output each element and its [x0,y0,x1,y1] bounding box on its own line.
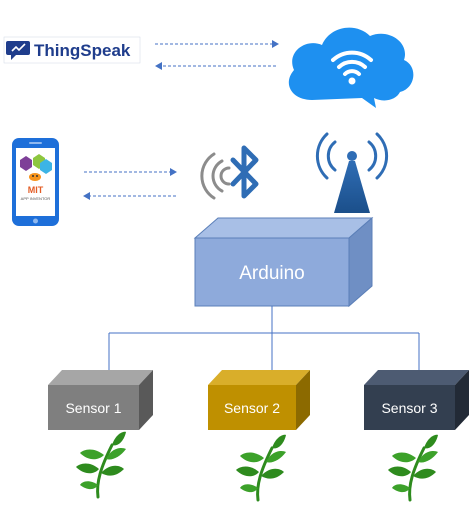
arduino-box: Arduino [193,216,374,308]
sensor-1-box: Sensor 1 [48,370,153,430]
bluetooth-icon [230,145,259,199]
plant-sprout-icon [236,434,286,502]
sensor-2-label: Sensor 2 [224,400,280,416]
sensor-2-box: Sensor 2 [208,370,310,430]
thingspeak-logo: ThingSpeak [3,36,141,64]
mit-app-inventor-logo: MIT APP INVENTOR [20,154,52,201]
bluetooth-signal-icon [200,145,259,200]
sensor-3-label: Sensor 3 [381,400,437,416]
smartphone-icon: MIT APP INVENTOR [12,138,59,226]
mit-logo-text: MIT [28,185,44,195]
plant-sprout-icon [76,431,126,499]
sensor-1-label: Sensor 1 [65,400,121,416]
plant-sprout-icon [388,434,438,502]
sensor-3-box: Sensor 3 [364,370,469,430]
thingspeak-logo-text: ThingSpeak [34,41,131,60]
app-inventor-text: APP INVENTOR [21,196,51,201]
arduino-label: Arduino [239,263,305,284]
cloud-icon [288,27,414,109]
wifi-icon [331,50,373,85]
connection-lines [108,306,420,370]
radio-tower-icon [315,132,389,213]
speech-bubble-icon [6,41,30,60]
